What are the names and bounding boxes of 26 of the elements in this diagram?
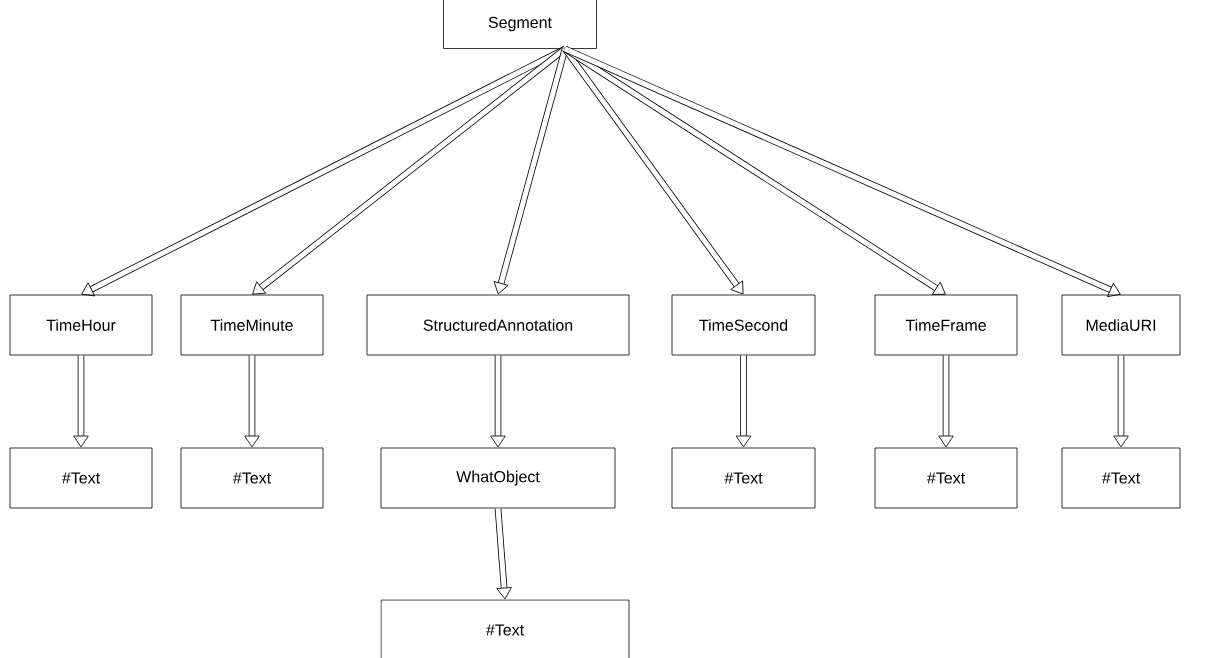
process-box: TimeMinute (180, 294, 324, 356)
arrow (73, 355, 89, 448)
process-box: #Text (9, 447, 153, 509)
arrow (252, 46, 568, 295)
arrow (81, 45, 567, 297)
process-box: StructuredAnnotation (366, 294, 630, 356)
arrow (563, 45, 1121, 298)
arrow (493, 48, 569, 295)
arrow (938, 355, 954, 448)
process-box: MediaURI (1061, 294, 1181, 356)
process-box: Segment (443, 0, 597, 49)
arrow (735, 355, 752, 448)
arrow (1113, 355, 1129, 448)
process-box: TimeHour (9, 294, 153, 356)
process-box: TimeSecond (671, 294, 816, 356)
process-box: #Text (1061, 447, 1181, 509)
arrow (562, 46, 744, 295)
process-box: #Text (874, 447, 1018, 509)
process-box: TimeFrame (874, 294, 1018, 356)
arrow (494, 508, 512, 600)
process-box: #Text (180, 447, 324, 509)
arrow (244, 355, 260, 448)
process-box: #Text (380, 599, 630, 658)
arrow (490, 355, 506, 448)
process-box: WhatObject (380, 447, 616, 509)
process-box: #Text (671, 447, 816, 509)
